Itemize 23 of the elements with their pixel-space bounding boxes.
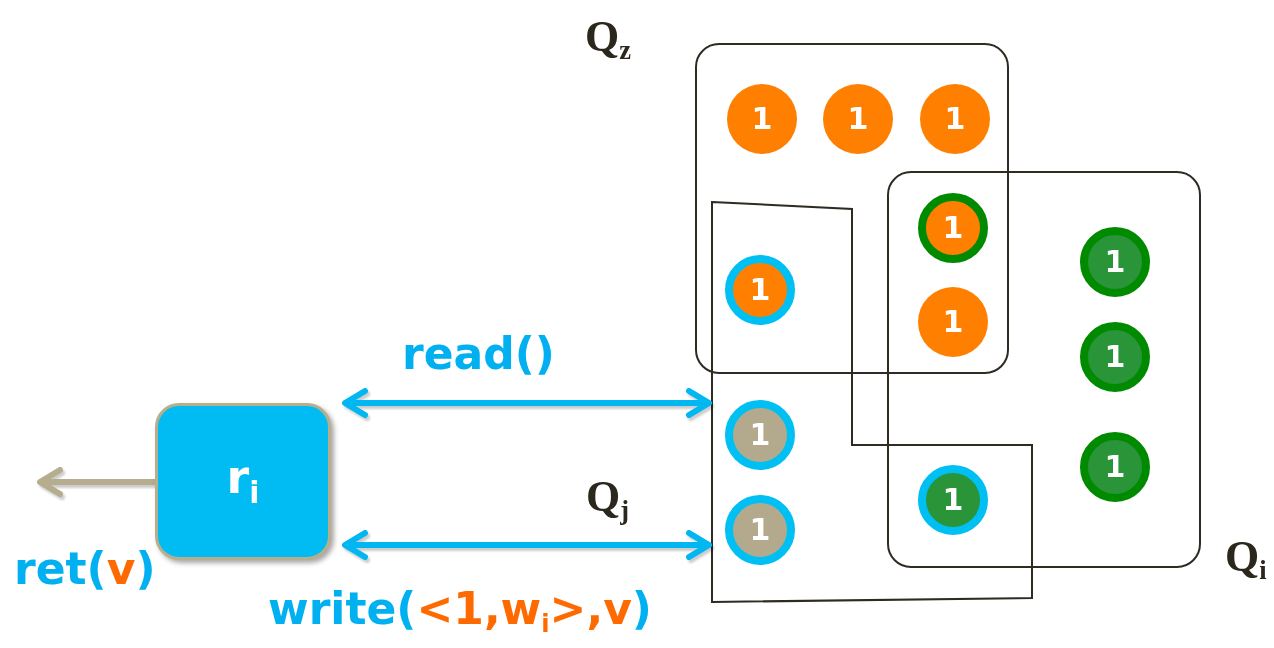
arrow [342,388,712,418]
arrow [342,530,712,560]
token-value: 1 [944,104,966,134]
replica-box [155,403,331,560]
token-value: 1 [751,104,773,134]
token-value: 1 [942,213,964,243]
edge-label: read() [402,330,555,379]
token-value: 1 [847,104,869,134]
token-value: 1 [942,307,964,337]
edge-label: ret(v) [14,545,156,594]
token-value: 1 [749,420,771,450]
token-value: 1 [1104,342,1126,372]
arrow [37,467,155,497]
quorum-label: Q$_{j}$ [586,475,630,524]
token-value: 1 [749,515,771,545]
token-value: 1 [942,485,964,515]
quorum-label: Q$_{z}$ [585,15,631,64]
replica-label: r$_{i}$ [226,454,260,509]
token-value: 1 [1104,452,1126,482]
token-value: 1 [1104,247,1126,277]
token-value: 1 [749,275,771,305]
edge-label: write(<1,w$_{i}$>,v) [268,585,652,639]
quorum-label: Q$_{i}$ [1225,535,1267,584]
